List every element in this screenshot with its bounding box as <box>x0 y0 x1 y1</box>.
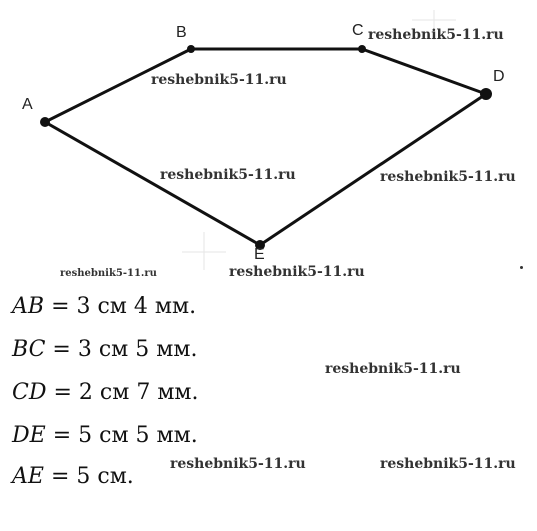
watermark-text: reshebnik5-11.ru <box>380 456 516 472</box>
vertex-a-dot <box>40 117 50 127</box>
segment-name: CD <box>12 380 47 405</box>
vertex-label-c: C <box>352 22 364 39</box>
measurement-bc: BC = 3 см 5 мм. <box>12 339 197 361</box>
measurement-de: DE = 5 см 5 мм. <box>12 425 198 447</box>
vertex-label-b: B <box>176 24 187 41</box>
segment-name: DE <box>12 423 46 448</box>
segment-length: = 5 см. <box>50 464 134 489</box>
segment-length: = 2 см 7 мм. <box>53 380 199 405</box>
segment-ea <box>44 120 261 247</box>
vertex-label-e: E <box>254 246 265 263</box>
measurement-ab: AB = 3 см 4 мм. <box>12 296 196 318</box>
measurement-ae: AE = 5 см. <box>12 466 134 488</box>
watermark-text: reshebnik5-11.ru <box>229 264 365 280</box>
pentagon-figure <box>40 10 492 270</box>
segment-length: = 5 см 5 мм. <box>52 423 198 448</box>
segment-cd <box>361 47 487 96</box>
watermark-text: reshebnik5-11.ru <box>325 361 461 377</box>
segment-length: = 3 см 4 мм. <box>51 294 197 319</box>
segment-length: = 3 см 5 мм. <box>52 337 198 362</box>
segment-ab <box>44 47 192 124</box>
watermark-text: reshebnik5-11.ru <box>368 27 504 43</box>
measurement-cd: CD = 2 см 7 мм. <box>12 382 199 404</box>
watermark-text: reshebnik5-11.ru <box>170 456 306 472</box>
segment-de <box>259 92 487 247</box>
vertex-b-dot <box>187 45 195 53</box>
vertex-e-dot <box>255 240 265 250</box>
segment-name: BC <box>12 337 46 362</box>
watermark-text: reshebnik5-11.ru <box>151 72 287 88</box>
segment-name: AE <box>12 464 44 489</box>
vertex-d-dot <box>480 88 492 100</box>
watermark-text: reshebnik5-11.ru <box>60 268 157 279</box>
vertex-label-a: A <box>22 96 33 113</box>
watermark-text: reshebnik5-11.ru <box>380 169 516 185</box>
vertex-c-dot <box>358 45 366 53</box>
stray-dot <box>520 266 523 269</box>
segment-name: AB <box>12 294 45 319</box>
watermark-text: reshebnik5-11.ru <box>160 167 296 183</box>
faint-grid-marks <box>182 10 456 270</box>
vertex-label-d: D <box>493 68 505 85</box>
